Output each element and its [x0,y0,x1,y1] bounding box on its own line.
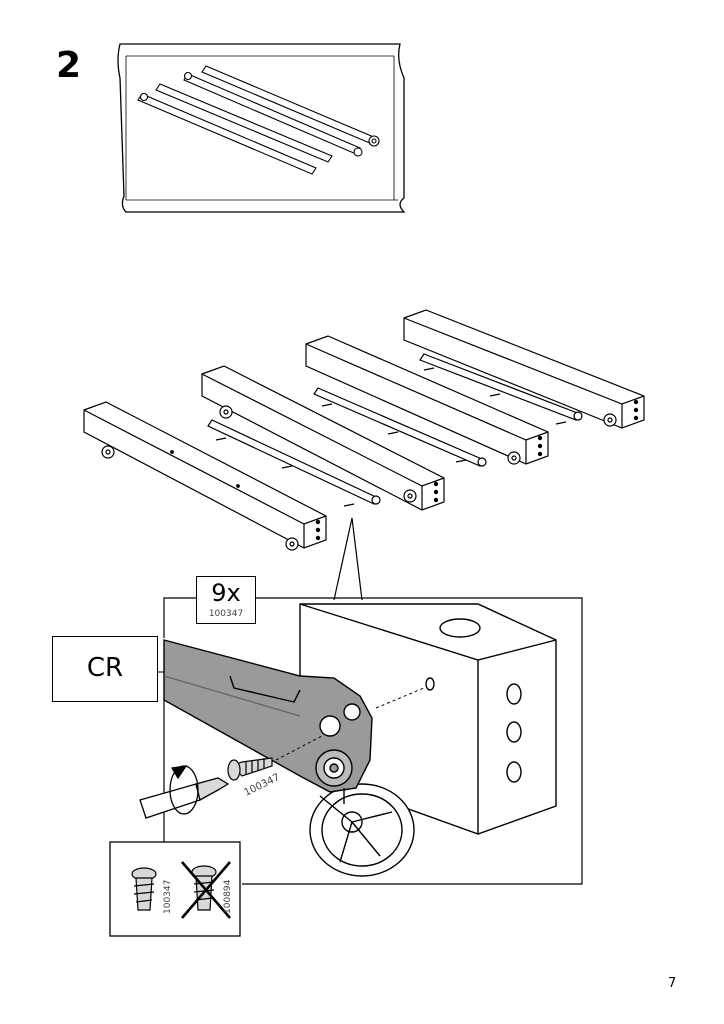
wheel-icon [309,783,415,877]
correct-part-label: 100347 [163,880,173,914]
beam-4 [403,309,645,429]
beam-1 [83,401,327,551]
quantity-label: 9x [211,579,241,607]
wrong-screw-icon [191,865,217,911]
drawer-rail-icon [156,639,373,804]
quantity-callout: 9x 100347 [196,576,256,624]
wrong-part-label: 100894 [223,879,233,914]
rotation-arrow-icon [169,765,199,815]
page-number: 7 [668,976,677,991]
rail-label: CR [86,653,124,683]
beam-2 [201,365,445,511]
rail-label-box: CR [52,636,158,702]
screw-icon [227,757,273,781]
screw-comparison-box [109,841,241,937]
screw-insert-line [275,687,425,761]
drawer-rails-in-bag [137,65,380,175]
detail-frame [163,597,583,885]
screw-part-label: 100347 [242,772,281,799]
zoom-pointer [333,517,363,601]
screwdriver-icon [139,777,230,819]
beam-3 [305,335,549,467]
correct-screw-icon [131,867,157,911]
step-number: 2 [56,45,82,86]
part-number-label: 100347 [208,609,244,619]
cross-out-icon [181,861,231,919]
